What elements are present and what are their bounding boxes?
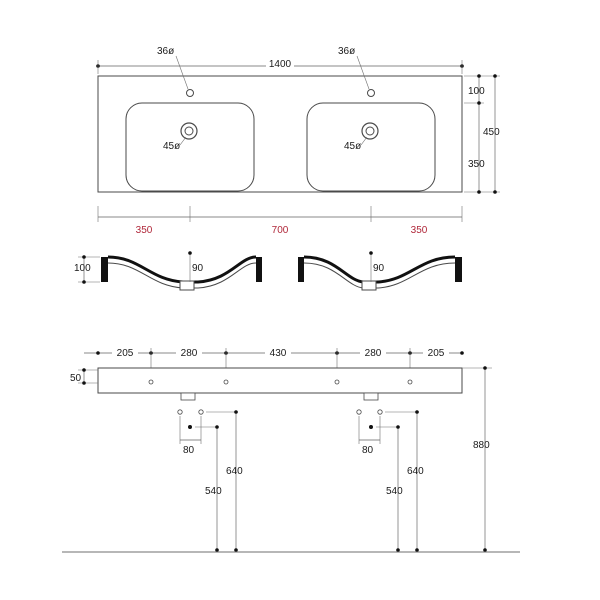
- label-bg: [265, 346, 291, 358]
- dim-endpoint: [82, 381, 86, 385]
- span-center-label: 700: [272, 225, 289, 236]
- dim-endpoint: [493, 74, 497, 78]
- label-bg: [176, 346, 202, 358]
- section-end-block: [455, 257, 462, 282]
- right-waste-outlet: [363, 392, 379, 401]
- left-basin: [125, 102, 255, 192]
- dim-endpoint: [415, 548, 419, 552]
- dim-endpoint: [82, 280, 86, 284]
- depth-front-label: 100: [468, 86, 485, 97]
- overall-width-label: 1400: [269, 59, 292, 70]
- label-bg: [112, 346, 138, 358]
- label-bg: [266, 58, 294, 70]
- right-supply-hole: [377, 409, 383, 415]
- span-left-label: 350: [136, 225, 153, 236]
- section-middle-block: [256, 257, 262, 282]
- dim-endpoint: [234, 410, 238, 414]
- spacing-label: 430: [270, 348, 287, 359]
- left-tap-hole: [186, 89, 194, 97]
- dim-endpoint: [82, 368, 86, 372]
- right-drain-inner: [365, 126, 375, 136]
- dim-endpoint: [483, 366, 487, 370]
- label-bg: [423, 346, 449, 358]
- dim-endpoint: [483, 548, 487, 552]
- dim-endpoint: [396, 425, 400, 429]
- leader-line: [360, 136, 368, 146]
- right-trap-h2-label: 640: [407, 466, 424, 477]
- left-drain-section: [179, 280, 195, 291]
- right-drain-point: [369, 425, 373, 429]
- spacing-label: 280: [365, 348, 382, 359]
- left-drain-inner: [184, 126, 194, 136]
- depth-total-label: 450: [483, 127, 500, 138]
- label-bg: [360, 346, 386, 358]
- section-height-label: 100: [74, 263, 91, 274]
- left-supply-hole: [198, 409, 204, 415]
- mounting-hole: [334, 379, 340, 385]
- section-middle-block: [298, 257, 304, 282]
- left-trap-h1-label: 540: [205, 486, 222, 497]
- top-view: 1400 36ø 45ø 36ø 45ø 100 450 350: [96, 46, 500, 236]
- floor-height-label: 880: [473, 440, 490, 451]
- leader-line: [179, 136, 187, 146]
- right-trap-h1-label: 540: [386, 486, 403, 497]
- dim-endpoint: [188, 251, 192, 255]
- left-angle-label: 90: [192, 263, 204, 274]
- right-basin: [306, 102, 436, 192]
- dim-endpoint: [415, 410, 419, 414]
- left-trap-offset-label: 80: [183, 445, 195, 456]
- thickness-label: 50: [70, 373, 82, 384]
- leader-line: [356, 55, 370, 90]
- right-basin-profile-inner: [303, 262, 456, 289]
- right-trap-offset-label: 80: [362, 445, 374, 456]
- right-tap-hole-label: 36ø: [338, 46, 355, 57]
- leader-line: [175, 55, 189, 90]
- right-basin-profile: [303, 255, 456, 284]
- right-drain-section: [361, 280, 377, 291]
- left-waste-outlet: [180, 392, 196, 401]
- mounting-hole: [223, 379, 229, 385]
- right-supply-hole: [356, 409, 362, 415]
- left-trap-h2-label: 640: [226, 466, 243, 477]
- spacing-label: 280: [181, 348, 198, 359]
- dim-endpoint: [369, 251, 373, 255]
- mounting-hole: [407, 379, 413, 385]
- depth-basin-label: 350: [468, 159, 485, 170]
- dim-endpoint: [234, 548, 238, 552]
- spacing-label: 205: [428, 348, 445, 359]
- dim-endpoint: [215, 425, 219, 429]
- front-view: 205 280 430 280 205 50 80: [62, 346, 520, 553]
- dim-endpoint: [460, 351, 464, 355]
- spacing-label: 205: [117, 348, 134, 359]
- section-end-block: [101, 257, 108, 282]
- right-tap-hole: [367, 89, 375, 97]
- left-basin-profile: [107, 255, 257, 284]
- right-angle-label: 90: [373, 263, 385, 274]
- dim-endpoint: [396, 548, 400, 552]
- dim-endpoint: [477, 101, 481, 105]
- left-drain-label: 45ø: [163, 141, 180, 152]
- countertop-front: [97, 367, 463, 394]
- left-drain-point: [188, 425, 192, 429]
- span-right-label: 350: [411, 225, 428, 236]
- left-tap-hole-label: 36ø: [157, 46, 174, 57]
- dim-endpoint: [477, 74, 481, 78]
- right-drain-label: 45ø: [344, 141, 361, 152]
- dim-endpoint: [215, 548, 219, 552]
- section-view: 100 90 90: [74, 251, 462, 291]
- dim-endpoint: [82, 255, 86, 259]
- dim-endpoint: [477, 190, 481, 194]
- mounting-hole: [148, 379, 154, 385]
- left-supply-hole: [177, 409, 183, 415]
- dim-endpoint: [96, 351, 100, 355]
- dim-endpoint: [493, 190, 497, 194]
